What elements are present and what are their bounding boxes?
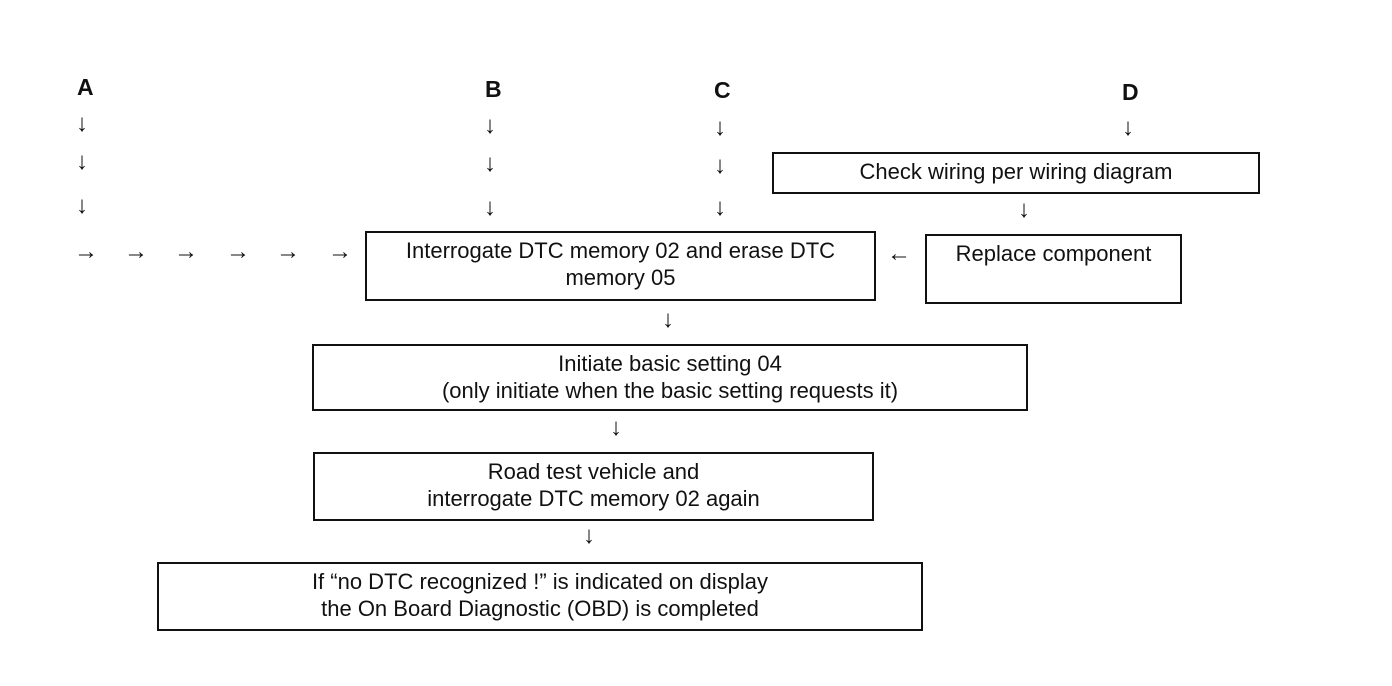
down-arrow-icon: ↓: [714, 152, 726, 179]
box-text-line2: the On Board Diagnostic (OBD) is complet…: [321, 596, 759, 621]
branch-label-d: D: [1122, 79, 1139, 105]
down-arrow-icon: ↓: [76, 110, 88, 137]
down-arrow-icon: ↓: [583, 522, 595, 549]
box-text-line1: Interrogate DTC memory 02 and erase DTC: [405, 238, 836, 263]
basic-setting-box: Initiate basic setting 04 (only initiate…: [312, 344, 1028, 411]
right-arrow-icon: →: [276, 238, 300, 265]
road-test-box: Road test vehicle and interrogate DTC me…: [313, 452, 874, 521]
down-arrow-icon: ↓: [714, 194, 726, 221]
right-arrow-icon: →: [74, 238, 98, 265]
branch-label-b: B: [485, 76, 502, 102]
down-arrow-icon: ↓: [76, 148, 88, 175]
box-text-line2: interrogate DTC memory 02 again: [427, 486, 760, 511]
down-arrow-icon: ↓: [484, 194, 496, 221]
down-arrow-icon: ↓: [484, 112, 496, 139]
down-arrow-icon: ↓: [714, 114, 726, 141]
right-arrow-icon: →: [124, 238, 148, 265]
obd-complete-box: If “no DTC recognized !” is indicated on…: [157, 562, 923, 631]
branch-label-c: C: [714, 77, 731, 103]
box-text-line2: (only initiate when the basic setting re…: [441, 378, 899, 403]
box-text-line2: memory 05: [565, 265, 676, 290]
down-arrow-icon: ↓: [662, 306, 674, 333]
box-text: Check wiring per wiring diagram: [859, 159, 1173, 184]
branch-label-a: A: [77, 74, 94, 100]
down-arrow-icon: ↓: [1018, 196, 1030, 223]
box-text-line1: Road test vehicle and: [487, 459, 700, 484]
box-text-line1: If “no DTC recognized !” is indicated on…: [311, 569, 769, 594]
replace-component-box: Replace component: [925, 234, 1182, 304]
down-arrow-icon: ↓: [1122, 114, 1134, 141]
box-text: Replace component: [955, 241, 1152, 266]
down-arrow-icon: ↓: [484, 150, 496, 177]
check-wiring-box: Check wiring per wiring diagram: [772, 152, 1260, 194]
right-arrow-icon: →: [226, 238, 250, 265]
right-arrow-icon: →: [328, 238, 352, 265]
right-arrow-icon: →: [174, 238, 198, 265]
left-arrow-icon: ←: [887, 240, 911, 267]
box-text-line1: Initiate basic setting 04: [558, 351, 782, 376]
interrogate-erase-box: Interrogate DTC memory 02 and erase DTC …: [365, 231, 876, 301]
down-arrow-icon: ↓: [76, 192, 88, 219]
down-arrow-icon: ↓: [610, 414, 622, 441]
